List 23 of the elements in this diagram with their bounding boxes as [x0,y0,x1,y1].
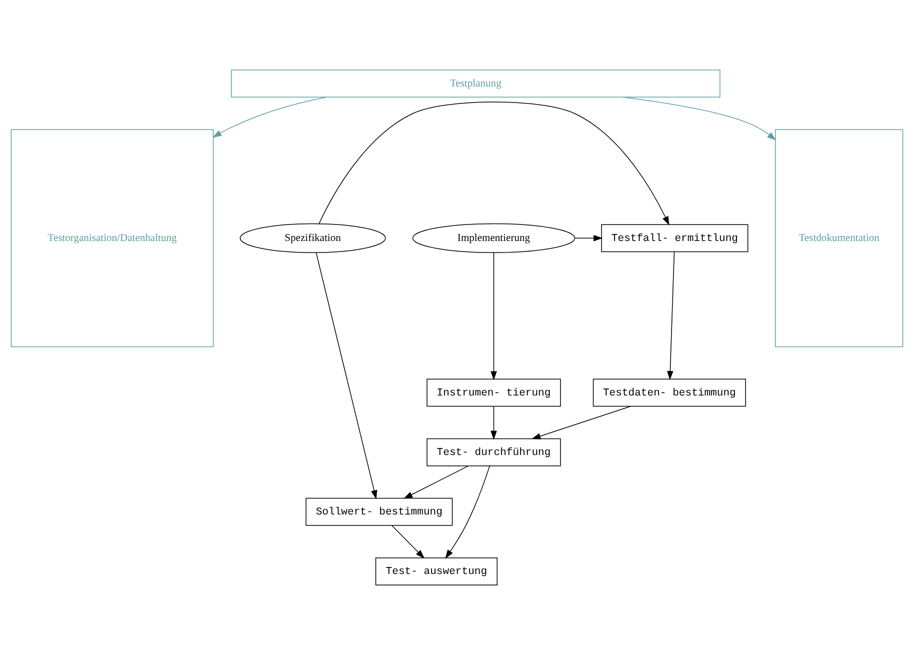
arrow [532,406,631,440]
node-ellipse: Spezifikation [240,223,386,253]
node-box: Test- durchführung [426,438,561,466]
node-box: Testdaten- bestimmung [592,378,746,407]
node-box: Sollwert- bestimmung [306,498,453,526]
arrow [404,466,469,499]
node-box: Testorganisation/Datenhaltung [10,129,214,348]
arrow [316,252,378,500]
arrow [666,252,675,380]
arrow [212,96,327,138]
node-box: Test- auswertung [375,557,498,586]
arrow [445,466,490,559]
arrow [490,406,497,440]
node-box: Instrumen- tierung [426,378,561,407]
node-box: Testplanung [231,70,720,98]
node-box: Testdokumentation [775,129,904,348]
arrow [392,525,425,559]
arrow [574,234,603,242]
node-box: Testfall- ermittlung [601,224,748,252]
arrow [490,252,497,380]
arrow [318,102,670,226]
node-ellipse: Implementierung [412,223,576,253]
arrow [622,96,776,140]
